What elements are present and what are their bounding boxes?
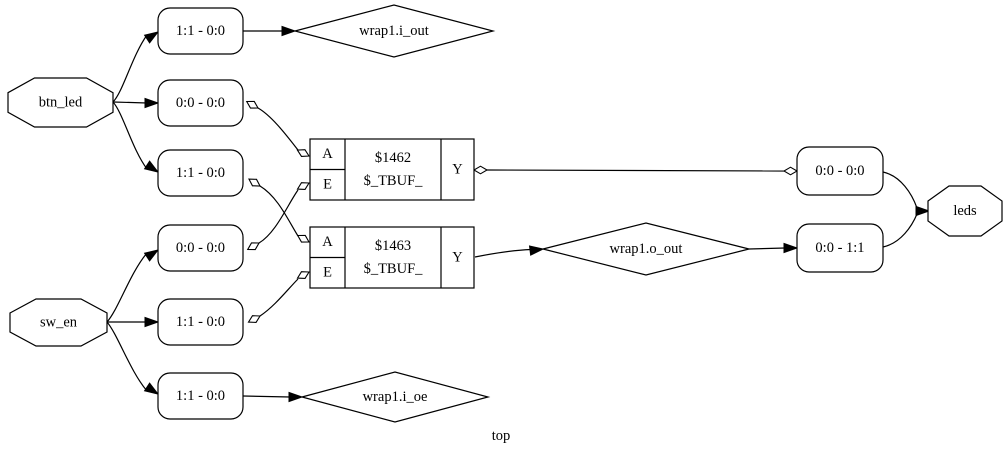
slice-label: 1:1 - 0:0 [176, 314, 225, 330]
arrowhead-icon [143, 382, 160, 395]
odiamond-icon [246, 242, 260, 251]
edge-btnled-slice2 [112, 101, 148, 104]
slice-node: 0:0 - 0:0 [796, 146, 884, 196]
cell-port-e: E [323, 177, 332, 193]
arrowhead-icon [144, 97, 160, 109]
slice-node: 0:0 - 0:0 [157, 79, 244, 127]
port-label: sw_en [40, 315, 78, 331]
arrowhead-icon [288, 391, 304, 403]
slice-node: 1:1 - 0:0 [157, 149, 244, 197]
edge-btnled-slice1 [112, 34, 148, 103]
edge-swen-slice4 [106, 252, 148, 323]
arrowhead-icon [144, 316, 160, 328]
slice-shape [157, 149, 244, 197]
signal-label: wrap1.o_out [610, 241, 683, 257]
port-label: btn_led [39, 95, 83, 111]
odiamond-icon [247, 315, 261, 323]
cell-node-1463: A E Y $1463 $_TBUF_ [309, 226, 475, 289]
slice-label: 0:0 - 1:1 [815, 240, 864, 256]
slice-node: 1:1 - 0:0 [157, 7, 244, 55]
slice-shape [157, 298, 244, 346]
signal-node-i-out: wrap1.i_out [292, 4, 496, 58]
port-node-sw-en: sw_en [9, 298, 108, 347]
odiamond-icon [472, 165, 489, 175]
arrowhead-icon [281, 25, 297, 37]
port-node-btn-led: btn_led [7, 77, 114, 128]
arrowhead-icon [528, 245, 545, 256]
cell-port-a: A [322, 146, 333, 162]
edge-oout-slice-led1 [748, 247, 786, 250]
slice-node: 0:0 - 0:0 [157, 224, 244, 272]
slice-shape [157, 224, 244, 272]
edge-slice3-1463A [259, 185, 299, 237]
cell-port-y: Y [452, 250, 463, 266]
edge-slice2-1462A [257, 107, 299, 151]
diamond-shape [542, 222, 750, 276]
edge-1463Y-oout [474, 248, 532, 258]
edges [106, 30, 918, 398]
slice-label: 1:1 - 0:0 [176, 23, 225, 39]
arrowhead-icon [143, 31, 160, 44]
slice-label: 1:1 - 0:0 [176, 388, 225, 404]
edge-slice5-1463E [259, 278, 299, 317]
arrowhead-icon [143, 249, 160, 262]
cell-port-a: A [322, 234, 333, 250]
edge-slice-led1-leds [882, 213, 918, 248]
slice-shape [157, 79, 244, 127]
odiamond-icon [782, 166, 799, 176]
signal-node-o-out: wrap1.o_out [542, 222, 750, 276]
octagon-shape [927, 185, 1003, 237]
edge-swen-slice6 [106, 321, 148, 392]
odiamond-icon [296, 182, 310, 190]
cell-port-y: Y [452, 162, 463, 178]
slice-node: 1:1 - 0:0 [157, 372, 244, 420]
odiamond-icon [296, 234, 310, 243]
cell-node-1462: A E Y $1462 $_TBUF_ [309, 138, 475, 201]
slice-node: 0:0 - 1:1 [796, 223, 884, 273]
odiamond-icon [248, 178, 261, 187]
slice-node: 1:1 - 0:0 [157, 298, 244, 346]
diamond-shape [299, 371, 491, 423]
edge-slice6-ioe [242, 395, 291, 398]
port-node-leds: leds [927, 185, 1003, 237]
signal-label: wrap1.i_oe [363, 389, 428, 405]
edge-1462Y-slice-led0 [486, 169, 785, 172]
edge-btnled-slice3 [112, 101, 148, 170]
slice-shape [796, 146, 884, 196]
diamond-shape [292, 4, 496, 58]
arrowheads [143, 25, 931, 403]
octagon-shape [7, 77, 114, 128]
odiamond-icon [296, 271, 310, 279]
odiamond-icon [245, 100, 259, 109]
odiamond-connectors [245, 100, 799, 323]
slice-label: 0:0 - 0:0 [176, 95, 225, 111]
arrowhead-icon [783, 242, 799, 254]
cell-type: $_TBUF_ [364, 173, 424, 189]
slice-shape [796, 223, 884, 273]
cell-name: $1462 [375, 150, 411, 166]
edge-slice-led0-leds [882, 171, 918, 209]
cell-name: $1463 [375, 238, 411, 254]
slice-label: 0:0 - 0:0 [176, 240, 225, 256]
slice-shape [157, 7, 244, 55]
odiamond-icon [296, 149, 310, 158]
slice-label: 0:0 - 0:0 [815, 163, 864, 179]
slice-shape [157, 372, 244, 420]
cell-port-e: E [323, 265, 332, 281]
arrowhead-icon [143, 160, 160, 173]
octagon-shape [9, 298, 108, 347]
slice-label: 1:1 - 0:0 [176, 165, 225, 181]
graph-title: top [492, 428, 511, 444]
cell-type: $_TBUF_ [364, 261, 424, 277]
arrowhead-icon [915, 205, 931, 217]
edge-slice4-1462E [258, 189, 299, 244]
signal-label: wrap1.i_out [359, 23, 429, 39]
signal-node-i-oe: wrap1.i_oe [299, 371, 491, 423]
port-label: leds [953, 203, 977, 219]
